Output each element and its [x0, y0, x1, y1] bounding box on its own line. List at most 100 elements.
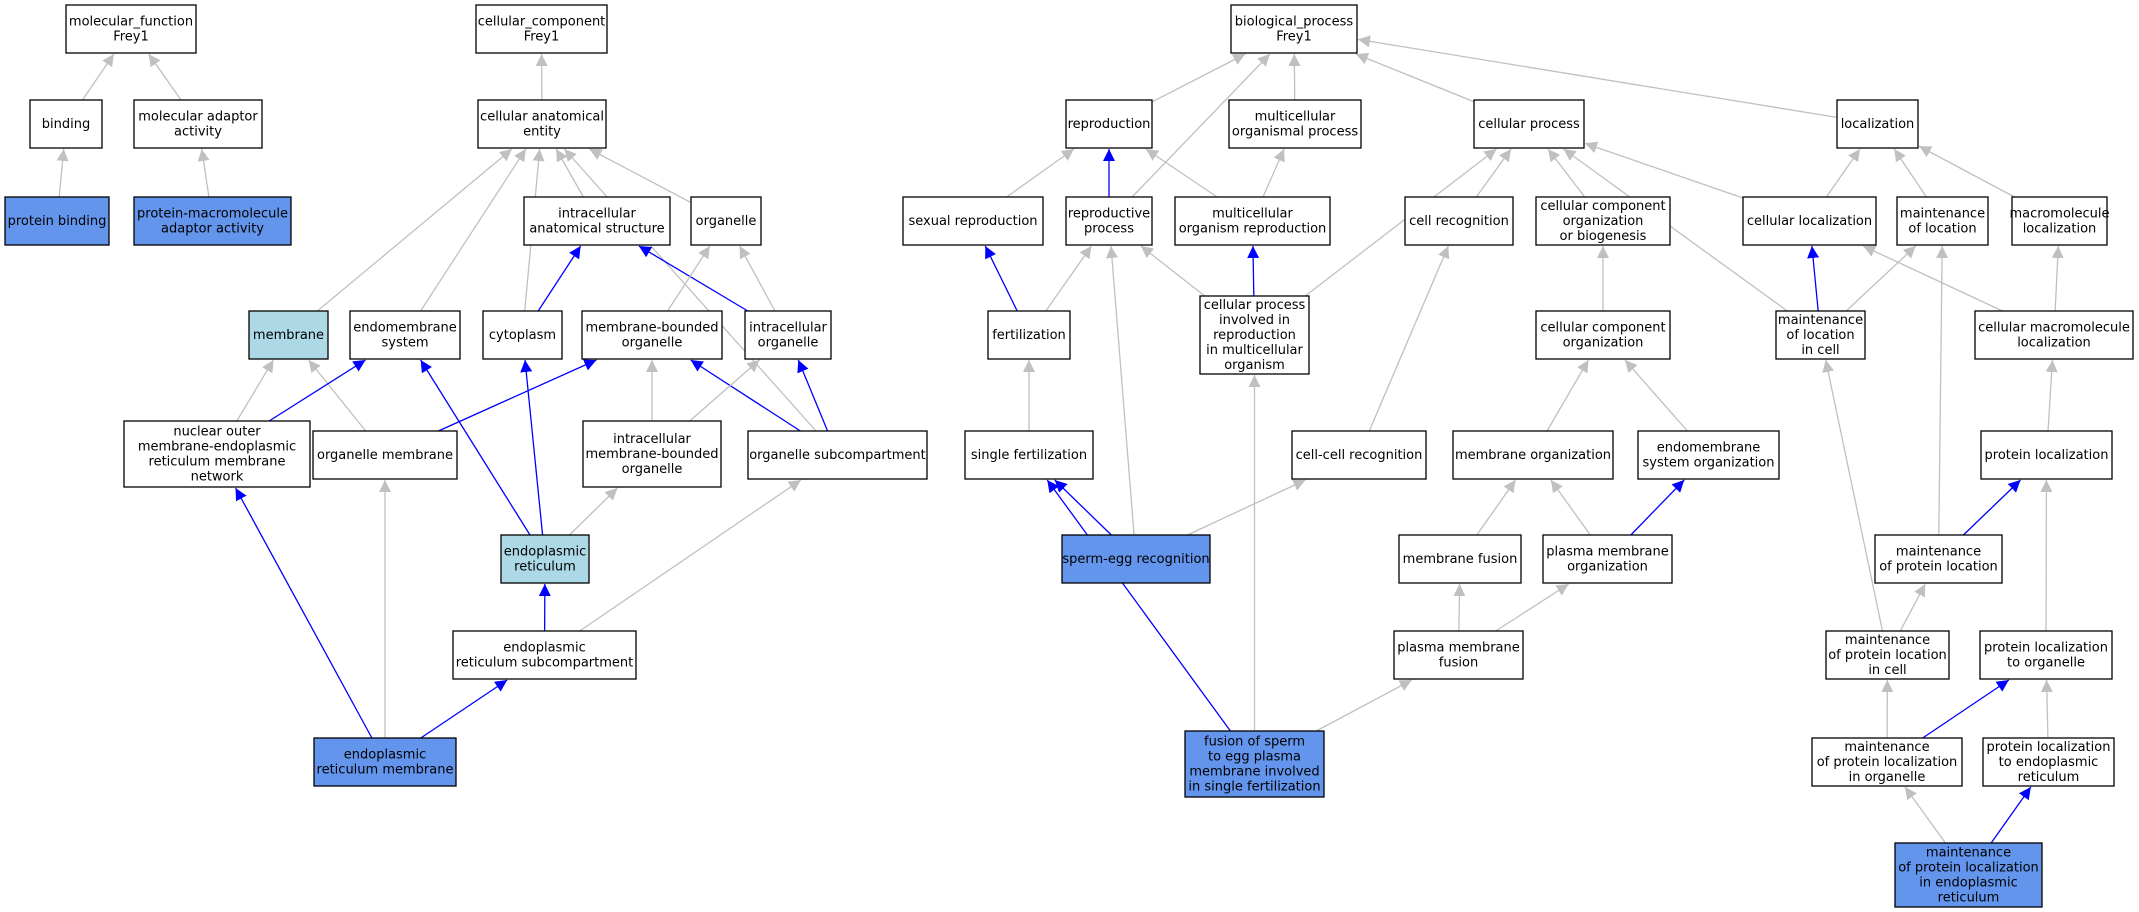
node-label-line: binding [42, 117, 90, 132]
node-nomer[interactable]: nuclear outermembrane-endoplasmicreticul… [123, 420, 311, 488]
edge-cml-to-cellloc [1862, 245, 2003, 312]
node-label-line: of protein location [1879, 560, 1998, 575]
node-label-line: sperm-egg recognition [1062, 552, 1209, 567]
edge-sperm-to-repproc [1105, 245, 1135, 536]
node-label-line: localization [2017, 336, 2091, 351]
edge-localization-to-bp [1357, 35, 1838, 119]
node-memfus[interactable]: membrane fusion [1398, 534, 1522, 584]
node-box [29, 99, 103, 149]
node-sfert[interactable]: single fertilization [964, 430, 1094, 480]
node-sexrep[interactable]: sexual reproduction [902, 196, 1044, 246]
node-label-line: plasma membrane [1397, 641, 1520, 656]
node-label-line: intracellular [558, 207, 636, 222]
node-sperm[interactable]: sperm-egg recognition [1061, 534, 1211, 584]
node-membrane[interactable]: membrane [248, 310, 329, 360]
edge-mopler-to-moplo [1904, 786, 1946, 844]
node-organelle[interactable]: organelle [690, 196, 762, 246]
node-label-line: membrane-bounded [585, 447, 718, 462]
node-box [1535, 310, 1671, 360]
node-box [1393, 630, 1524, 680]
node-osub[interactable]: organelle subcompartment [747, 430, 928, 480]
node-protein_binding[interactable]: protein binding [4, 196, 110, 246]
node-box [500, 534, 590, 584]
node-box [65, 4, 197, 54]
node-label-line: membrane organization [1455, 448, 1611, 463]
node-om[interactable]: organelle membrane [312, 430, 458, 480]
edge-mbo-to-organelle [667, 245, 711, 312]
node-cellloc[interactable]: cellular localization [1742, 196, 1877, 246]
node-cytoplasm[interactable]: cytoplasm [482, 310, 563, 360]
node-label-line: adaptor activity [161, 222, 264, 237]
node-label-line: reproduction [1068, 117, 1151, 132]
node-binding[interactable]: binding [29, 99, 103, 149]
node-box [349, 310, 461, 360]
node-label-line: of location [1786, 328, 1854, 343]
node-label-line: multicellular [1212, 207, 1293, 222]
node-reproduction[interactable]: reproduction [1065, 99, 1153, 149]
node-localization[interactable]: localization [1836, 99, 1919, 149]
node-label-line: intracellular [613, 432, 691, 447]
node-label-line: system [382, 336, 429, 351]
edge-pmorg-to-memorg [1550, 479, 1591, 536]
node-memorg[interactable]: membrane organization [1452, 430, 1614, 480]
edge-protloc-to-cml [2045, 359, 2058, 432]
edge-cellloc-to-cp [1584, 141, 1744, 199]
edge-erm-to-nomer [234, 487, 373, 739]
edge-pler-to-plo [2040, 679, 2053, 739]
edge-er-to-imbo [569, 487, 618, 536]
node-label-line: plasma membrane [1546, 545, 1669, 560]
node-label-line: organism reproduction [1179, 222, 1327, 237]
edge-mol_adaptor-to-mf [148, 53, 182, 101]
node-ccrec[interactable]: cell-cell recognition [1291, 430, 1427, 480]
node-box [1065, 99, 1153, 149]
edge-sperm-to-ccrec [1187, 479, 1306, 536]
node-box [123, 420, 311, 488]
node-box [482, 310, 563, 360]
node-box [1811, 737, 1963, 787]
node-cp[interactable]: cellular process [1473, 99, 1585, 149]
node-fert[interactable]: fertilization [987, 310, 1071, 360]
node-protloc[interactable]: protein localization [1980, 430, 2113, 480]
node-label-line: cellular process [1204, 298, 1306, 313]
node-label-line: of protein location [1828, 648, 1947, 663]
node-cellrec[interactable]: cell recognition [1404, 196, 1514, 246]
node-box [1061, 534, 1211, 584]
node-box [1398, 534, 1522, 584]
edge-fert-to-repproc [1045, 245, 1092, 312]
node-label-line: organization [1563, 336, 1644, 351]
